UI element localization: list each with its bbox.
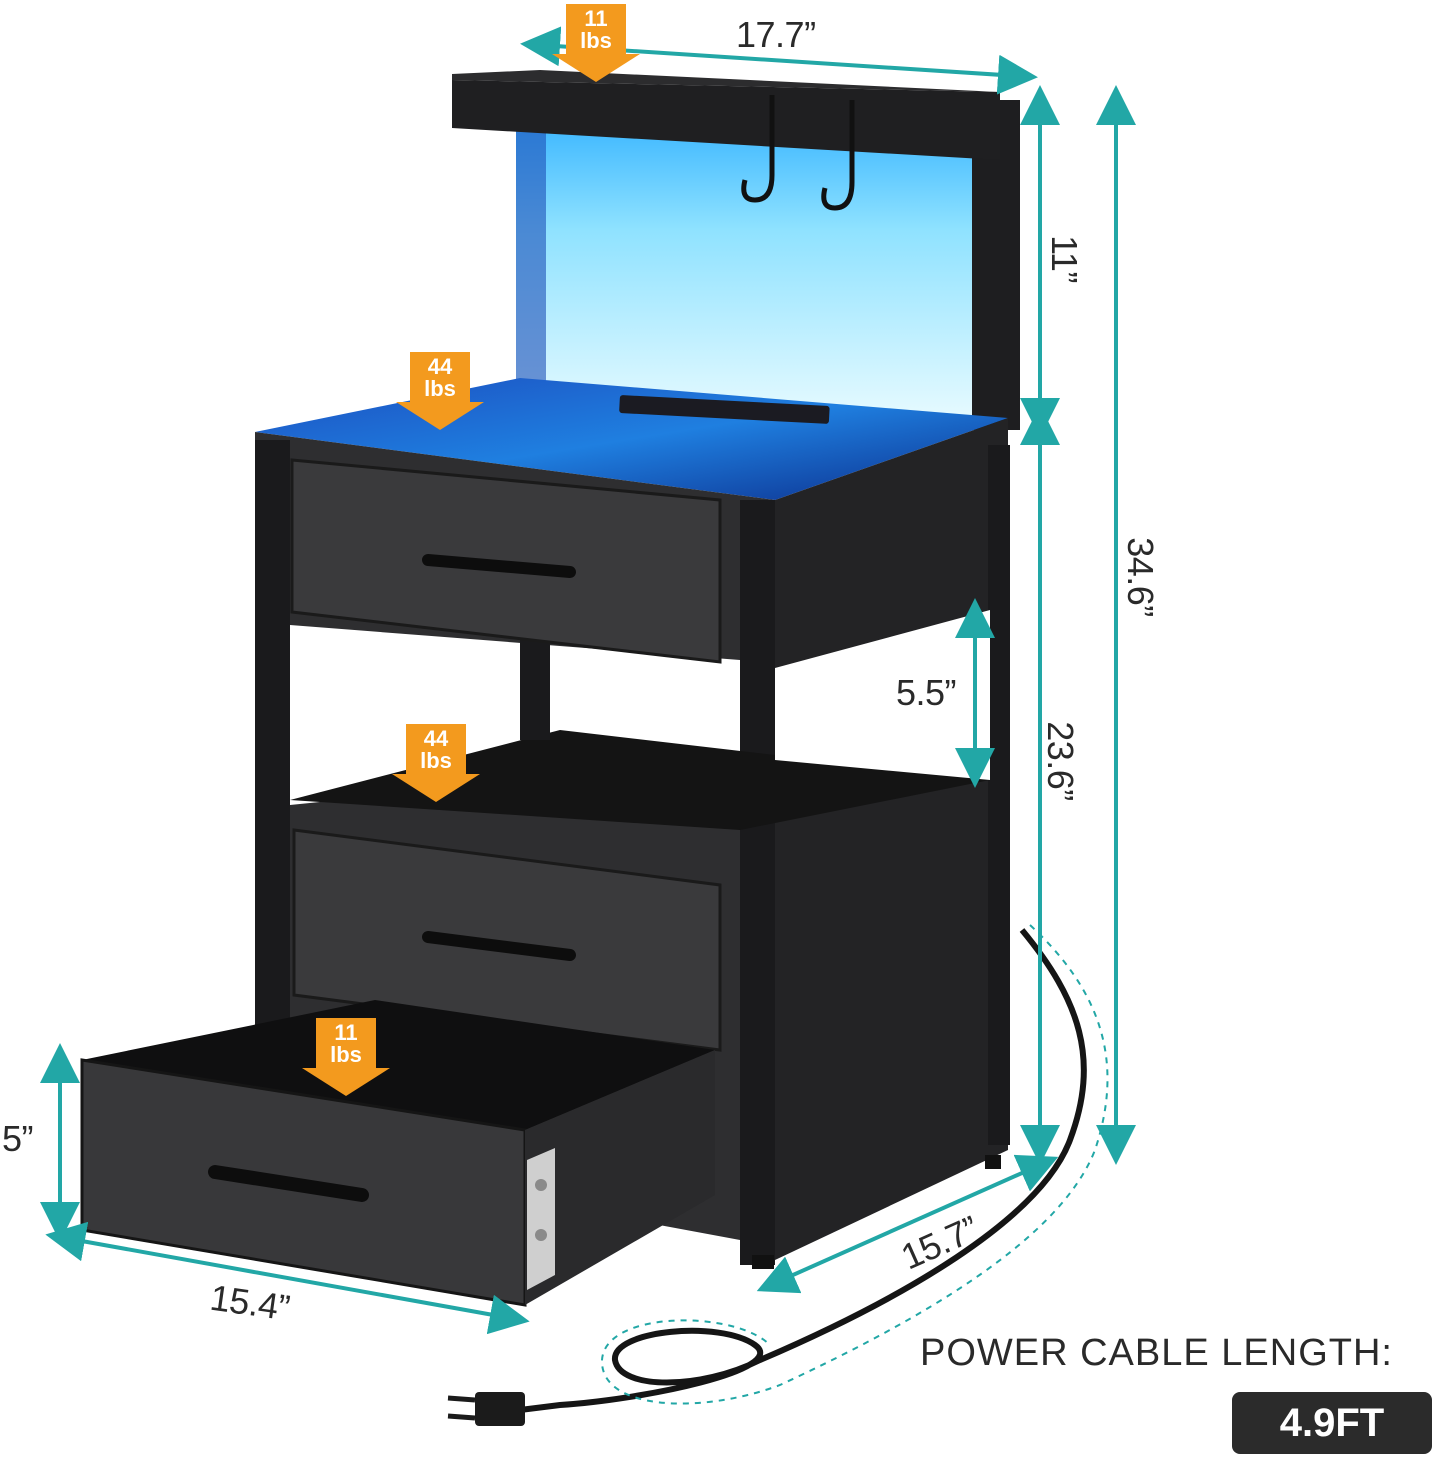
power-cable-length-badge: 4.9FT [1232, 1392, 1432, 1454]
drawer-handle[interactable] [422, 554, 576, 578]
charging-station [619, 395, 830, 424]
drawer-width-line [45, 1221, 530, 1335]
badge-number: 11 [584, 6, 608, 31]
down-arrow-icon [552, 54, 640, 82]
down-arrow-icon [392, 774, 480, 802]
drawer-height-label: 5” [2, 1118, 34, 1159]
top-width-label: 17.7” [736, 14, 816, 55]
down-arrow-icon [302, 1068, 390, 1096]
led-backpanel [516, 125, 996, 425]
drawer-handle[interactable] [208, 1165, 369, 1202]
badge-unit: lbs [424, 376, 456, 401]
plug-icon [475, 1392, 525, 1426]
badge-unit: lbs [330, 1042, 362, 1067]
hook-icon [741, 95, 775, 203]
badge-number: 44 [423, 726, 449, 751]
hook-icon [821, 100, 855, 211]
top-shelf [452, 80, 1000, 160]
power-cable [447, 924, 1109, 1426]
power-cable-title: POWER CABLE LENGTH: [920, 1332, 1393, 1374]
shelf-gap-label: 5.5” [896, 672, 957, 713]
down-arrow-icon [396, 402, 484, 430]
drawer-middle[interactable] [292, 828, 722, 1052]
badge-unit: lbs [580, 28, 612, 53]
depth-line [756, 1154, 1059, 1294]
hutch-height-label: 11” [1043, 235, 1085, 283]
total-height-label: 34.6” [1119, 537, 1161, 617]
badge-unit: lbs [420, 748, 452, 773]
badge-number: 44 [427, 354, 453, 379]
hutch [452, 70, 1020, 430]
drawer-handle[interactable] [422, 931, 576, 961]
badge-number: 11 [334, 1020, 358, 1045]
base-height-label: 23.6” [1039, 721, 1081, 801]
